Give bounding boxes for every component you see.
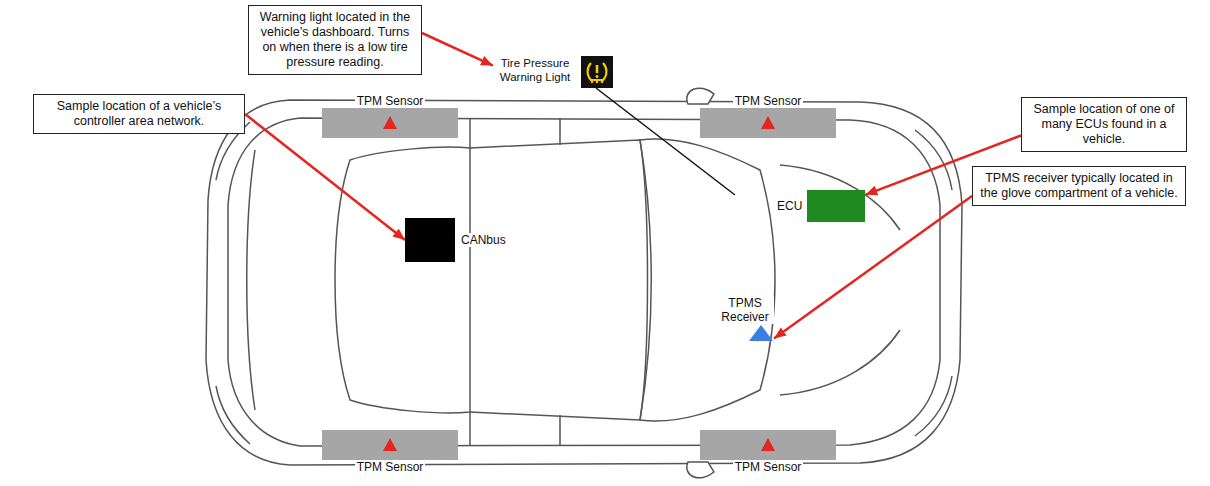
body-outline [206, 100, 962, 465]
exclamation-stroke [596, 65, 599, 73]
hood-line [780, 165, 900, 230]
sensor-node: TPM Sensor [322, 430, 458, 474]
part-label: ECU [775, 199, 804, 213]
canbus-block [405, 218, 455, 262]
receiver-shape [749, 325, 773, 341]
sensor-triangle [761, 116, 775, 129]
callout-arrow [774, 196, 972, 339]
hood-line [780, 330, 900, 395]
part-label: TPM Sensor [733, 94, 804, 108]
sensor-bar [700, 430, 836, 460]
tire-symbol [588, 63, 607, 83]
receiver-triangle [748, 324, 774, 346]
sensor-triangle [383, 116, 397, 129]
sensor-bar [322, 108, 458, 138]
car-body [206, 88, 962, 478]
part-label: CANbus [459, 233, 508, 247]
component-node: CANbus [405, 218, 508, 262]
body-shoulder [228, 118, 940, 446]
callout-arrow [422, 33, 493, 66]
sensor-marker [322, 430, 458, 460]
receiver-icon [748, 324, 774, 342]
callout-text: TPMS receiver typically located in the g… [979, 171, 1179, 201]
callout-box: TPMS receiver typically located in the g… [972, 166, 1186, 206]
exclamation-dot [596, 75, 599, 78]
side-mirror [687, 88, 714, 104]
sensor-marker [700, 108, 836, 138]
sensor-marker [322, 108, 458, 138]
component-node: TPMS Receiver [716, 296, 774, 346]
part-label: TPMS Receiver [716, 296, 774, 324]
windshield [640, 139, 775, 421]
sensor-bar [700, 108, 836, 138]
icon-ground [581, 56, 613, 88]
rear-window [335, 147, 470, 413]
callout-text: Sample location of one of many ECUs foun… [1028, 102, 1180, 147]
component-node: Tire Pressure Warning Light [493, 56, 613, 88]
side-mirror [687, 462, 714, 478]
callout-text: Sample location of a vehicle’s controlle… [40, 99, 238, 129]
ecu-block [807, 190, 865, 222]
warning-icon-graphic [581, 56, 613, 88]
sensor-bar [322, 430, 458, 460]
callout-text: Warning light located in the vehicle’s d… [255, 10, 415, 70]
trunk-line [247, 150, 255, 410]
pointer-line [596, 88, 735, 195]
headlight [915, 130, 952, 436]
callout-box: Sample location of one of many ECUs foun… [1021, 97, 1187, 152]
roof [470, 140, 648, 420]
callout-box: Warning light located in the vehicle’s d… [248, 5, 422, 75]
callout-box: Sample location of a vehicle’s controlle… [33, 94, 245, 134]
component-node: ECU [775, 190, 865, 222]
part-label: TPM Sensor [733, 460, 804, 474]
sensor-node: TPM Sensor [700, 94, 836, 138]
door-line [470, 118, 560, 445]
part-label: TPM Sensor [355, 94, 426, 108]
sensor-node: TPM Sensor [700, 430, 836, 474]
sensor-node: TPM Sensor [322, 94, 458, 138]
taillight [216, 122, 250, 444]
sensor-triangle [761, 438, 775, 451]
part-label: TPM Sensor [355, 460, 426, 474]
part-label: Tire Pressure Warning Light [493, 56, 577, 84]
warning-icon [581, 56, 613, 88]
sensor-marker [700, 430, 836, 460]
sensor-triangle [383, 438, 397, 451]
